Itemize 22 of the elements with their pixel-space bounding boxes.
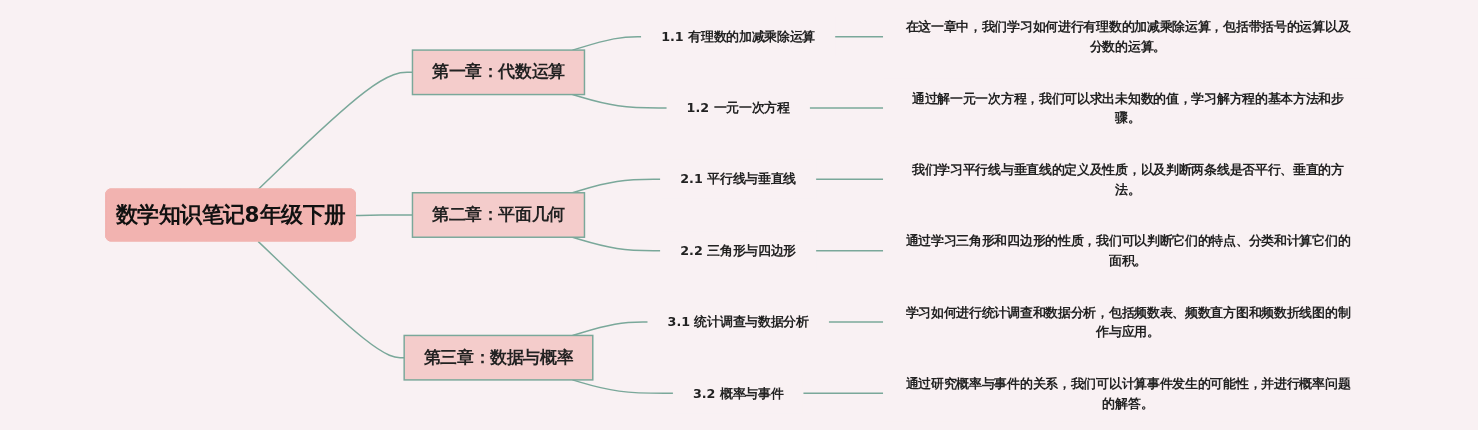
connector	[827, 321, 885, 323]
connector	[802, 392, 885, 395]
connector	[814, 249, 885, 252]
node-text: 3.2 概率与事件	[692, 385, 784, 401]
connector	[257, 240, 405, 359]
node-text: 1.2 一元一次方程	[686, 100, 790, 116]
node-text: 通过学习三角形和四边形的性质，我们可以判断它们的特点、分类和计算它们的面积。	[905, 233, 1351, 268]
node-text: 2.2 三角形与四边形	[680, 243, 797, 258]
node-box: 第二章：平面几何	[411, 192, 586, 238]
node-text: 通过解一元一次方程，我们可以求出未知数的值，学习解方程的基本方法和步骤。	[911, 90, 1344, 125]
node-box: 第一章：代数运算	[411, 49, 586, 96]
node-text: 通过研究概率与事件的关系，我们可以计算事件发生的可能性，并进行概率问题的解答。	[905, 376, 1351, 410]
node-text: 1.1 有理数的加减乘除运算	[661, 29, 816, 44]
node-text: 2.1 平行线与垂直线	[680, 171, 797, 187]
node-text: 在这一章中，我们学习如何进行有理数的加减乘除运算，包括带括号的运算以及分数的运算。	[905, 19, 1351, 54]
node-text: 学习如何进行统计调查和数据分析，包括频数表、频数直方图和频数折线图的制作与应用。	[905, 304, 1351, 339]
node-text: 我们学习平行线与垂直线的定义及性质，以及判断两条线是否平行、垂直的方法。	[911, 162, 1344, 196]
node-text: 3.1 统计调查与数据分析	[667, 314, 809, 330]
connector	[833, 35, 885, 38]
connector	[814, 178, 885, 181]
connector	[808, 107, 885, 109]
node-box: 第三章：数据与概率	[403, 334, 594, 381]
